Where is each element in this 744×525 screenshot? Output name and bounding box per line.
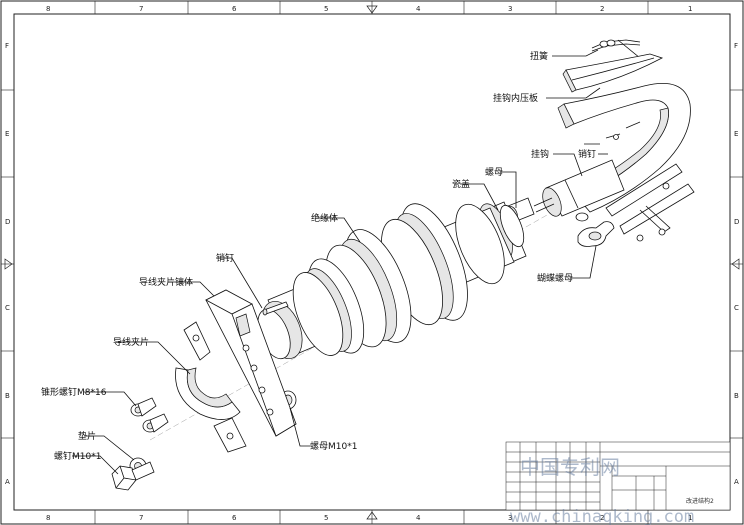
bolt-m10: [111, 461, 155, 491]
zone-bottom-4: 4: [416, 514, 421, 522]
zone-left-D: D: [5, 218, 10, 226]
label-nut-top: 螺母: [485, 167, 503, 178]
label-insulator: 绝缘体: [311, 212, 338, 224]
zone-left-C: C: [5, 304, 10, 312]
zone-top-7: 7: [139, 5, 143, 13]
zone-bottom-5: 5: [324, 514, 328, 522]
zone-left-A: A: [5, 478, 10, 486]
zone-top-5: 5: [324, 5, 328, 13]
hook-socket: [542, 159, 625, 222]
zone-bottom-3: 3: [508, 514, 512, 522]
wire-clamp: [175, 321, 247, 453]
zone-bottom-2: 2: [600, 514, 604, 522]
taper-screws: [130, 397, 169, 433]
zone-left-B: B: [5, 392, 10, 400]
zone-left-F: F: [5, 42, 9, 50]
label-hook-pressure-plate: 挂钩内压板: [493, 92, 538, 104]
watermark-url: www.chinaqking.com: [510, 507, 694, 525]
zone-right-D: D: [734, 218, 739, 226]
drawing-name: 改进结构2: [686, 497, 714, 505]
zone-right-F: F: [734, 42, 738, 50]
leader-lines: [72, 49, 608, 475]
center-mark-bottom: [366, 511, 378, 520]
label-pin-top: 销钉: [578, 148, 596, 160]
pin-left: [262, 301, 289, 316]
center-mark-left: [4, 258, 13, 270]
zone-right-B: B: [734, 392, 739, 400]
label-taper-screw: 锥形螺钉M8*16: [41, 386, 107, 398]
zone-right-C: C: [734, 304, 739, 312]
zone-top-4: 4: [416, 5, 421, 13]
watermark-cn: 中国专利网: [520, 455, 620, 479]
wing-nut: [577, 221, 615, 247]
label-nut-bottom: 螺母M10*1: [310, 441, 357, 452]
label-porcelain-cap: 瓷盖: [452, 178, 470, 190]
zone-top-8: 8: [46, 5, 50, 13]
label-pin-left: 销钉: [216, 252, 234, 264]
zone-top-6: 6: [232, 5, 237, 13]
zone-bottom-1: 1: [688, 514, 692, 522]
zone-top-3: 3: [508, 5, 512, 13]
zone-top-2: 2: [600, 5, 604, 13]
clamp-insert-plate: [205, 289, 297, 437]
insulator: [257, 203, 515, 360]
hook-inner-pressure-plate: [562, 53, 664, 93]
zone-bottom-8: 8: [46, 514, 50, 522]
label-hook: 挂钩: [531, 148, 549, 160]
label-clamp: 导线夹片: [113, 336, 149, 348]
label-washer: 垫片: [78, 430, 96, 442]
label-clamp-insert: 导线夹片镶体: [139, 276, 193, 288]
title-block: [505, 441, 731, 511]
zone-bottom-6: 6: [232, 514, 237, 522]
label-bolt: 螺钉M10*1: [54, 451, 101, 462]
zone-top-1: 1: [688, 5, 692, 13]
label-torsion-spring: 扭簧: [530, 50, 548, 62]
zone-bottom-7: 7: [139, 514, 143, 522]
side-linkage: [605, 163, 695, 242]
zone-right-A: A: [734, 478, 739, 486]
zone-right-E: E: [734, 130, 738, 138]
label-wing-nut: 蝴蝶螺母: [537, 272, 573, 284]
torsion-spring: [591, 39, 641, 59]
center-mark-top: [366, 5, 378, 14]
center-mark-right: [731, 258, 740, 270]
zone-left-E: E: [5, 130, 9, 138]
